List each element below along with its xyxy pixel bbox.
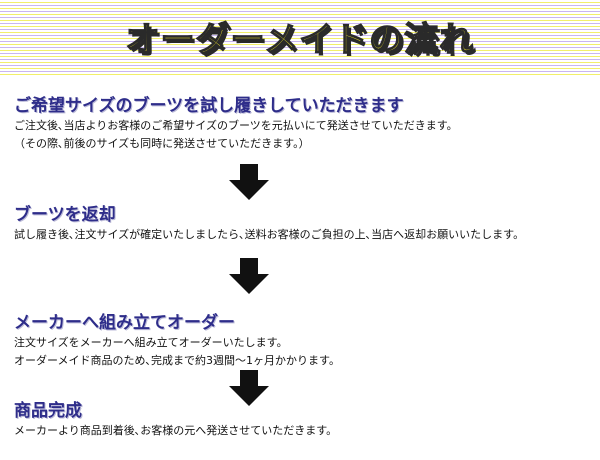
header-banner: オーダーメイドの流れ bbox=[0, 0, 600, 75]
step-heading: ブーツを返却 bbox=[14, 205, 116, 225]
step-return: ブーツを返却 試し履き後､注文サイズが確定いたしましたら､送料お客様のご負担の上… bbox=[14, 204, 594, 244]
step-complete: 商品完成 メーカーより商品到着後､お客様の元へ発送させていただきます。 bbox=[14, 400, 594, 440]
step-text: オーダーメイド商品のため､完成まで約3週間～1ヶ月かかります。 bbox=[14, 354, 340, 367]
down-arrow-icon bbox=[229, 258, 269, 294]
page-title: オーダーメイドの流れ bbox=[125, 19, 475, 61]
step-heading: 商品完成 bbox=[14, 401, 82, 421]
step-try-on: ご希望サイズのブーツを試し履きしていただきます ご注文後､当店よりお客様のご希望… bbox=[14, 95, 594, 153]
step-text: 注文サイズをメーカーへ組み立てオーダーいたします。 bbox=[14, 336, 288, 349]
step-text: メーカーより商品到着後､お客様の元へ発送させていただきます。 bbox=[14, 424, 338, 437]
step-maker-order: メーカーへ組み立てオーダー 注文サイズをメーカーへ組み立てオーダーいたします。 … bbox=[14, 312, 594, 370]
step-text: ご注文後､当店よりお客様のご希望サイズのブーツを元払いにて発送させていただきます… bbox=[14, 119, 458, 132]
step-text: 試し履き後､注文サイズが確定いたしましたら､送料お客様のご負担の上､当店へ返却お… bbox=[14, 228, 525, 241]
step-text: （その際､前後のサイズも同時に発送させていただきます。） bbox=[14, 137, 310, 150]
step-heading: ご希望サイズのブーツを試し履きしていただきます bbox=[14, 96, 404, 116]
step-heading: メーカーへ組み立てオーダー bbox=[14, 313, 235, 333]
down-arrow-icon bbox=[229, 370, 269, 406]
down-arrow-icon bbox=[229, 164, 269, 200]
